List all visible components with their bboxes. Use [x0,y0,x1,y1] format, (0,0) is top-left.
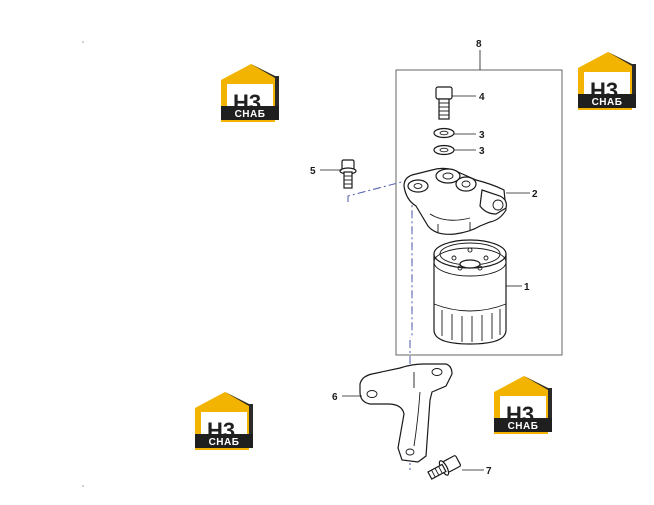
filter-assembly-box-icon [395,69,563,356]
watermark-logo-bottom-left: H3 СНАБ [195,392,253,450]
stray-dot [82,41,84,43]
logo-subtitle: СНАБ [508,421,539,432]
logo-plate [578,94,636,108]
logo-subtitle: СНАБ [235,109,266,120]
watermark-logo-top-right: H3 СНАБ [578,52,636,110]
callout-3a: 3 [479,130,485,141]
logo-subtitle: СНАБ [592,97,623,108]
filter-head-icon [403,167,507,235]
flange-bolt-icon [339,159,357,189]
flange-bolt-icon [427,455,462,480]
banjo-bolt-icon [435,86,453,120]
logo-plate [494,418,552,432]
oil-filter-cartridge-icon [433,239,507,345]
callout-6: 6 [332,392,338,403]
logo-subtitle: СНАБ [209,437,240,448]
stray-dot [82,485,84,487]
washer-icon [433,144,455,156]
washer-icon [433,127,455,139]
logo-plate [195,434,253,448]
logo-plate [221,106,279,120]
watermark-logo-bottom-right: H3 СНАБ [494,376,552,434]
callout-5: 5 [310,166,316,177]
callout-4: 4 [479,92,485,103]
callout-2: 2 [532,189,538,200]
watermark-logo-top-left: H3 СНАБ [221,64,279,122]
mounting-bracket-icon [359,363,453,463]
callout-8: 8 [476,39,482,50]
alignment-chain-line [347,177,418,339]
callout-3b: 3 [479,146,485,157]
callout-7: 7 [486,466,492,477]
callout-1: 1 [524,282,530,293]
